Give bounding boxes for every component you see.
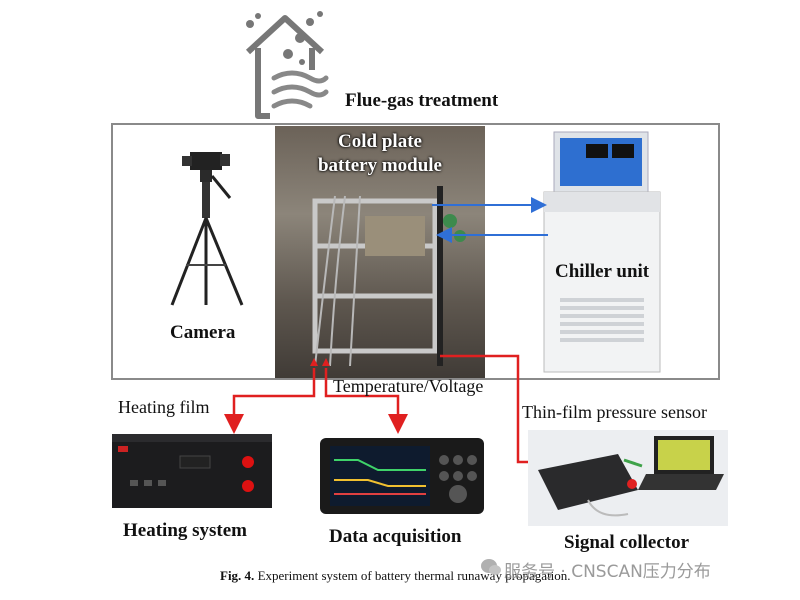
heating-system-device [112,434,272,508]
module-label-line2: battery module [317,155,442,176]
pressure-sensor-label: Thin-film pressure sensor [522,402,707,422]
chiller-label: Chiller unit [555,261,650,282]
coolant-lines [432,197,548,243]
heating-system-label: Heating system [123,520,248,541]
chiller-unit-icon [543,131,661,373]
caption-prefix: Fig. 4. [220,568,255,583]
data-acquisition-label: Data acquisition [329,526,462,547]
signal-collector-label: Signal collector [564,532,690,553]
flue-gas-house-icon [245,11,329,119]
temp-voltage-label: Temperature/Voltage [333,376,484,396]
system-frame [111,123,720,380]
signal-collector-laptop [528,430,728,526]
data-acquisition-device [320,438,484,514]
camera-label: Camera [170,322,236,343]
module-label: Cold plate battery module [285,130,475,178]
flue-gas-label: Flue-gas treatment [345,90,499,111]
battery-module-photo [275,126,485,378]
heating-film-label: Heating film [118,397,210,417]
camera-tripod-icon [170,152,244,306]
wechat-icon [481,559,501,575]
watermark: 服务号 · CNSCAN压力分布 [504,562,711,582]
module-label-line1: Cold plate [338,131,422,152]
